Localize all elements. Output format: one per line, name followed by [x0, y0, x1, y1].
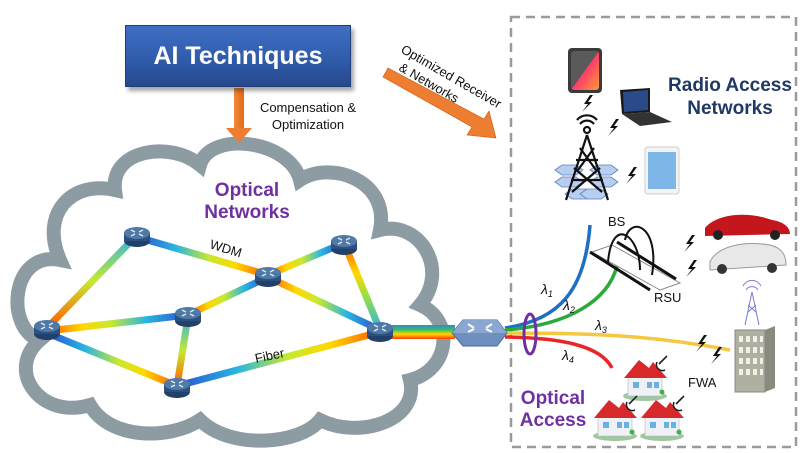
lambda1-label: λ1 [540, 281, 553, 299]
bs-label: BS [608, 214, 626, 229]
smartphone-icon [568, 48, 602, 93]
link-wdm [133, 233, 272, 279]
optical-networks-title-line2: Networks [204, 202, 290, 223]
house-icon [639, 395, 685, 442]
optical-networks-title: Optical Networks [192, 180, 302, 224]
lambda4-label: λ4 [561, 347, 574, 365]
down-arrow-label-line1: Compensation & [259, 100, 357, 115]
lambda4-fiber [504, 335, 614, 369]
router-icon [366, 321, 394, 343]
link-4 [340, 239, 384, 334]
access-region-border [509, 15, 798, 449]
house-icon [622, 355, 668, 402]
wavelength-labels: λ1 λ2 λ3 λ4 [540, 281, 607, 365]
link-1 [43, 231, 141, 332]
router-icon [123, 226, 151, 248]
optical-access-title-line1: Optical [520, 388, 586, 409]
down-arrow-label: Compensation & Optimization [253, 99, 363, 133]
red-car-icon [705, 214, 790, 240]
lambda1-fiber [504, 224, 592, 330]
diagonal-arrow [382, 67, 497, 139]
router-icon [174, 306, 202, 328]
wavelength-fibers [504, 224, 731, 369]
wireless-bolt-icon [686, 260, 697, 277]
wireless-bolt-icon [684, 235, 695, 252]
laptop-icon [620, 88, 672, 126]
link-fiber [173, 328, 384, 390]
wireless-bolt-icon [626, 167, 637, 184]
fiber-links [43, 231, 455, 390]
link-8 [173, 313, 192, 390]
link-7 [43, 311, 192, 335]
link-6 [184, 273, 272, 319]
trunk-fiber [380, 325, 455, 339]
router-icon [163, 377, 191, 399]
optical-access-title: Optical Access [508, 388, 598, 432]
radio-access-title: Radio Access Networks [660, 74, 800, 120]
radio-access-title-line1: Radio Access [668, 75, 792, 96]
wireless-bolt-icon [582, 95, 593, 112]
wireless-bolt-icon [608, 119, 619, 136]
rsu-icon [589, 225, 682, 292]
rsu-label: RSU [654, 290, 681, 305]
ai-techniques-box: AI Techniques [125, 25, 351, 87]
white-car-icon [709, 243, 787, 274]
router-icon [330, 234, 358, 256]
wdm-bundle-ring [522, 312, 538, 356]
radio-access-title-line2: Networks [687, 98, 773, 119]
splitter-router-icon [451, 319, 508, 347]
link-9 [43, 329, 181, 390]
fiber-label: Fiber [254, 345, 287, 366]
tablet-icon [644, 146, 680, 195]
fwa-label: FWA [688, 375, 717, 390]
link-5 [264, 273, 384, 334]
router-icon [33, 319, 61, 341]
base-station-icon [554, 114, 619, 201]
lambda3-fiber [504, 331, 731, 352]
house-icon [592, 395, 638, 442]
down-arrow-label-line2: Optimization [271, 117, 345, 132]
optical-access-title-line2: Access [519, 410, 587, 431]
router-icon [254, 266, 282, 288]
lambda2-label: λ2 [562, 297, 575, 315]
lambda3-label: λ3 [594, 317, 607, 335]
lambda2-fiber [504, 265, 619, 332]
fwa-building-icon [734, 279, 775, 393]
down-arrow [226, 88, 252, 143]
optical-networks-title-line1: Optical [214, 180, 280, 201]
